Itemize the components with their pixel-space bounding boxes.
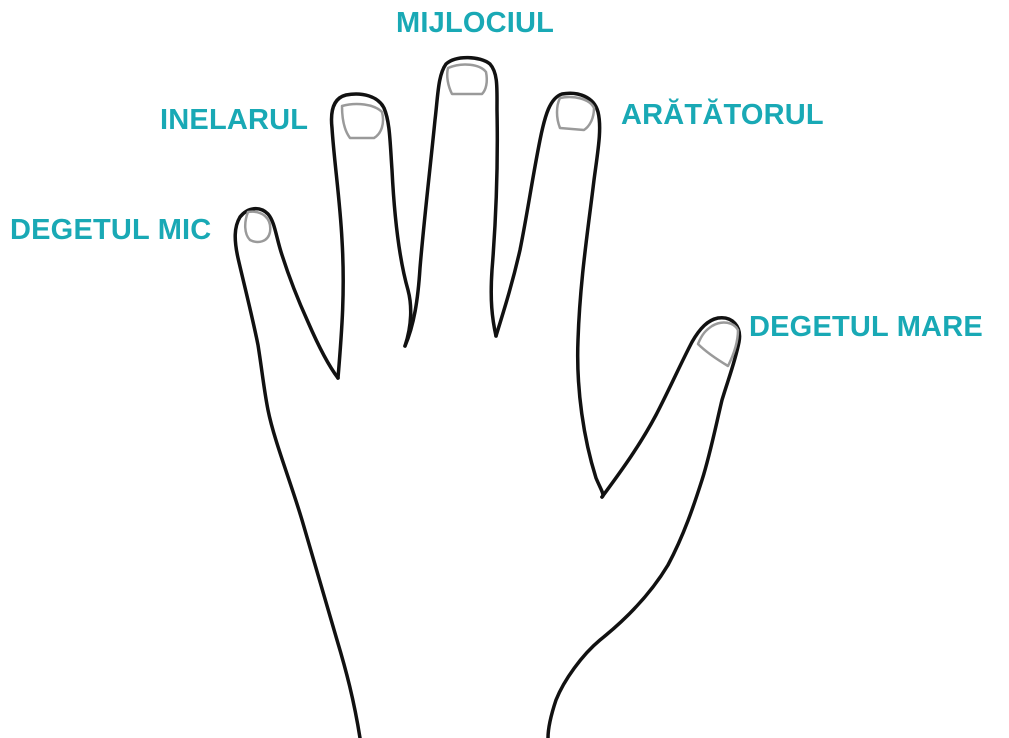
thumb-label: DEGETUL MARE xyxy=(749,313,983,342)
ring-finger-label: INELARUL xyxy=(160,106,308,135)
index-finger-label: ARĂTĂTORUL xyxy=(621,101,824,130)
middle-nail xyxy=(447,65,487,94)
thumb-nail xyxy=(698,323,738,366)
ring-finger-outline xyxy=(332,94,411,378)
pinky-nail xyxy=(245,212,270,242)
ring-nail xyxy=(342,104,383,138)
middle-finger-outline xyxy=(405,58,497,346)
index-finger-outline xyxy=(496,93,603,497)
index-nail xyxy=(557,97,594,130)
middle-finger-label: MIJLOCIUL xyxy=(396,9,554,38)
pinky-finger-outline xyxy=(235,209,360,738)
pinky-finger-label: DEGETUL MIC xyxy=(10,216,211,245)
